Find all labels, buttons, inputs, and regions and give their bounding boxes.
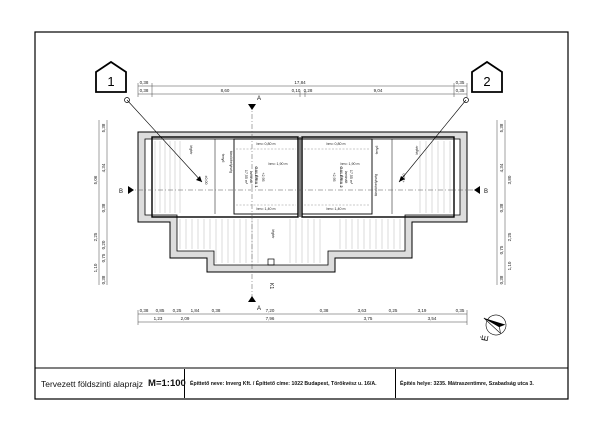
dim-top-1a: 0,38 xyxy=(140,80,149,85)
bm-2: bm= 1,90 m xyxy=(268,162,287,166)
site-info: Építés helye: 3235. Mátraszentimre, Szab… xyxy=(400,380,534,387)
section-a-top: A xyxy=(257,96,261,102)
svg-text:0,38: 0,38 xyxy=(140,308,149,313)
dim-top-1b: 17,84 xyxy=(294,80,306,85)
svg-text:2,25: 2,25 xyxy=(93,232,98,241)
svg-text:1,23: 1,23 xyxy=(154,316,163,321)
svg-text:3,63: 3,63 xyxy=(358,308,367,313)
svg-text:0,25: 0,25 xyxy=(173,308,182,313)
svg-text:1,10: 1,10 xyxy=(93,263,98,272)
dimension-lines-sides xyxy=(98,120,506,285)
section-b-right: B xyxy=(484,189,488,195)
svg-text:0,20: 0,20 xyxy=(101,240,106,249)
svg-text:0,25: 0,25 xyxy=(389,308,398,313)
level-right: +1,80 xyxy=(402,173,406,182)
dim-top-2d: 0,28 xyxy=(304,88,313,93)
wood-right: fenyő xyxy=(375,146,379,155)
dim-top-2b: 8,60 xyxy=(221,88,230,93)
room-labels: GALÉRIA 1 laminált 17,55 m² +2,95 GALÉRI… xyxy=(189,142,419,239)
svg-text:0,38: 0,38 xyxy=(320,308,329,313)
svg-text:0,75: 0,75 xyxy=(101,253,106,262)
dimension-text-top: 0,38 17,84 0,35 0,38 8,60 0,10 0,28 9,04… xyxy=(140,80,465,93)
dimension-lines-bottom xyxy=(137,310,468,325)
void-right: légtér xyxy=(415,145,419,155)
gal1-name: GALÉRIA 1 xyxy=(254,166,259,188)
building-outline xyxy=(137,131,468,273)
bm-1: bm= 0,80 m xyxy=(256,142,275,146)
svg-text:2,25: 2,25 xyxy=(507,232,512,241)
dimension-text-bottom: 0,38 0,85 0,25 1,84 0,38 7,20 0,38 3,63 … xyxy=(140,308,465,321)
svg-text:1,10: 1,10 xyxy=(507,261,512,270)
svg-text:5,38: 5,38 xyxy=(101,123,106,132)
void-left: légtér xyxy=(189,146,193,156)
gal1-floor: laminált xyxy=(249,171,253,183)
section-a-bottom: A xyxy=(257,306,261,312)
svg-text:0,35: 0,35 xyxy=(456,308,465,313)
dimension-text-left: 5,38 4,34 5,06 0,38 2,25 0,20 0,75 1,10 … xyxy=(93,123,106,284)
bm-4: bm= 0,80 m xyxy=(326,142,345,146)
section-k1: K1 xyxy=(268,283,274,289)
section-lines xyxy=(128,104,480,302)
storage-left: tárolóhelyiség xyxy=(229,151,233,173)
dim-top-2f: 0,35 xyxy=(456,88,465,93)
drawing-title: Tervezett földszinti alaprajz xyxy=(41,378,144,389)
dim-top-2c: 0,10 xyxy=(292,88,301,93)
svg-text:0,38: 0,38 xyxy=(101,275,106,284)
svg-text:5,06: 5,06 xyxy=(93,175,98,184)
svg-text:0,38: 0,38 xyxy=(499,203,504,212)
section-letters: A A B B K1 xyxy=(119,96,488,312)
svg-text:2,09: 2,09 xyxy=(181,316,190,321)
bm-5: bm= 1,90 m xyxy=(340,162,359,166)
gal2-level: +2,95 xyxy=(332,172,336,181)
section-arrows xyxy=(128,104,480,302)
void-bottom: légtér xyxy=(271,230,275,240)
view-marker-1: 1 xyxy=(95,60,203,183)
designer-info: Építtető neve: Inverg Kft. / Építtető cí… xyxy=(190,380,377,387)
svg-text:0,75: 0,75 xyxy=(499,245,504,254)
svg-text:3,54: 3,54 xyxy=(428,316,437,321)
drawing-scale: M=1:100 xyxy=(148,378,186,389)
view-marker-1-label: 1 xyxy=(107,74,114,89)
svg-text:0,38: 0,38 xyxy=(499,275,504,284)
dimension-lines-top xyxy=(137,83,468,97)
svg-text:4,34: 4,34 xyxy=(101,163,106,172)
svg-text:0,38: 0,38 xyxy=(101,203,106,212)
svg-text:3,19: 3,19 xyxy=(418,308,427,313)
view-marker-2: 2 xyxy=(398,60,503,183)
bm-6: bm= 1,40 m xyxy=(326,207,345,211)
svg-text:4,34: 4,34 xyxy=(499,163,504,172)
title-block-title: Tervezett földszinti alaprajz M=1:100 xyxy=(36,369,186,398)
dim-top-1c: 0,35 xyxy=(456,80,465,85)
north-label: É xyxy=(480,334,491,342)
svg-text:0,38: 0,38 xyxy=(212,308,221,313)
svg-text:0,85: 0,85 xyxy=(156,308,165,313)
dimension-text-right: 5,38 4,34 3,80 0,38 2,25 0,75 1,10 0,38 xyxy=(499,123,512,284)
wood-left: fenyő xyxy=(221,154,225,163)
title-block-designer: Építtető neve: Inverg Kft. / Építtető cí… xyxy=(186,369,396,398)
sheet-border xyxy=(34,31,569,400)
svg-text:3,80: 3,80 xyxy=(507,175,512,184)
svg-text:7,20: 7,20 xyxy=(266,308,275,313)
level-left: ±0,00 xyxy=(204,176,208,185)
dim-top-2a: 0,38 xyxy=(140,88,149,93)
north-arrow-icon xyxy=(483,314,507,336)
gal1-area: 17,55 m² xyxy=(244,170,248,185)
section-b-left: B xyxy=(119,189,123,195)
storage-right: tárolóhelyiség xyxy=(374,174,378,196)
svg-text:5,38: 5,38 xyxy=(499,123,504,132)
svg-text:1,84: 1,84 xyxy=(191,308,200,313)
title-block-site: Építés helye: 3235. Mátraszentimre, Szab… xyxy=(396,369,568,398)
svg-text:3,75: 3,75 xyxy=(364,316,373,321)
dim-top-2e: 9,04 xyxy=(374,88,383,93)
bm-3: bm= 1,40 m xyxy=(256,207,275,211)
gal2-name: GALÉRIA 2 xyxy=(339,166,344,188)
gal1-level: +2,95 xyxy=(261,172,265,181)
gal2-floor: laminált xyxy=(344,171,348,183)
view-marker-2-label: 2 xyxy=(483,74,490,89)
gal2-area: 17,55 m² xyxy=(349,170,353,185)
svg-text:7,96: 7,96 xyxy=(266,316,275,321)
